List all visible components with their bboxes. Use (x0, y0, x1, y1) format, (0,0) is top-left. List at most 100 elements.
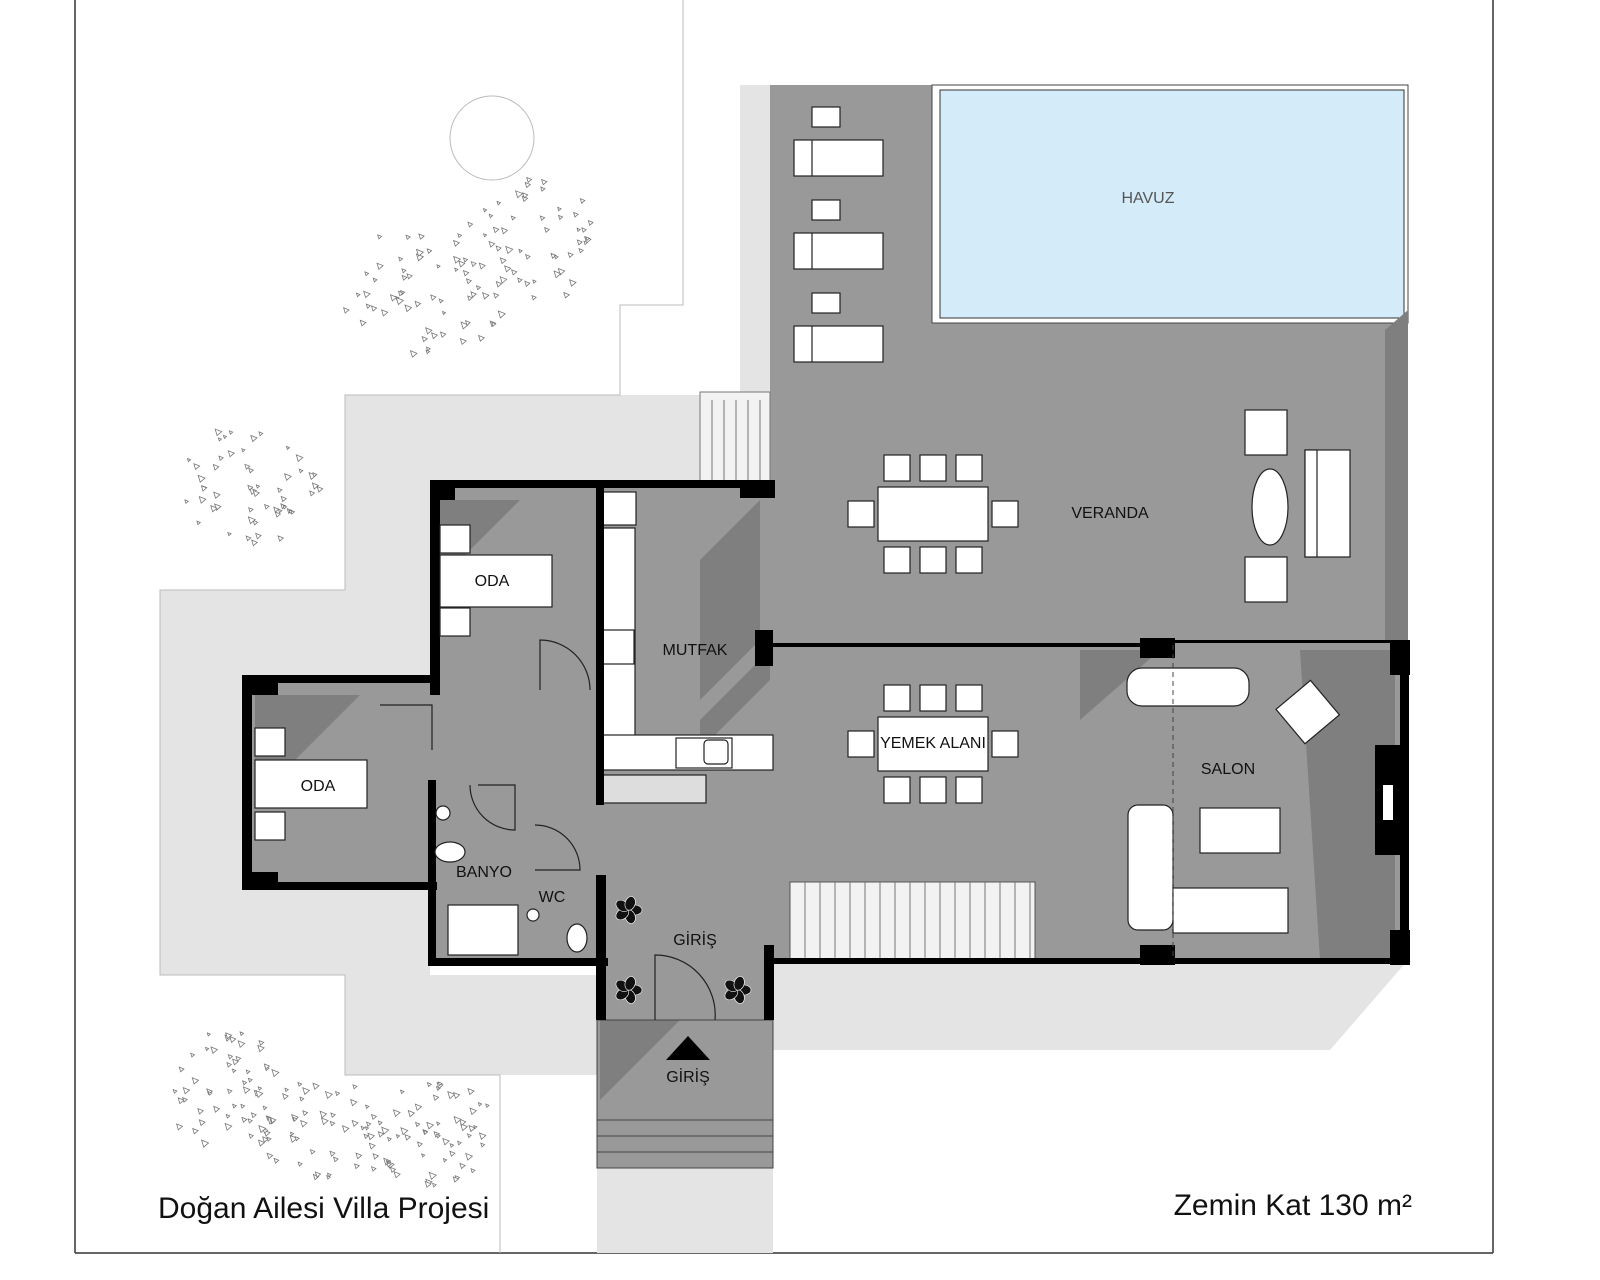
tree-leaf (370, 1113, 378, 1121)
tree-leaf (319, 1110, 328, 1119)
table (877, 486, 989, 542)
tree-leaf (248, 1133, 255, 1139)
tree-leaf (364, 1126, 370, 1131)
plant-leaf (624, 976, 636, 991)
potted-plants (615, 896, 752, 1004)
tree-leaf (478, 1132, 487, 1141)
tree-leaf (245, 535, 252, 542)
tree-canopy (449, 95, 535, 181)
tree-leaf (400, 1127, 409, 1136)
tree-leaf (269, 1117, 277, 1124)
tree-leaf (414, 1103, 423, 1112)
bed-left (254, 727, 368, 841)
plant-leaf (624, 896, 636, 911)
tree-leaf (302, 1087, 311, 1096)
tree-leaf (459, 1162, 466, 1170)
tree-leaf (380, 309, 389, 317)
tree-leaf (442, 1157, 448, 1163)
tree-leaf (200, 485, 208, 492)
tree-leaf (401, 268, 407, 274)
tree-leaf (175, 1123, 184, 1131)
tree-leaf (576, 227, 581, 233)
tree-leaf (524, 181, 532, 189)
tree-leaf (299, 1096, 305, 1102)
tree-leaf (257, 1139, 266, 1147)
tree-leaf (182, 1086, 191, 1095)
tree-leaf (355, 1152, 363, 1160)
tree-leaf (467, 295, 473, 302)
sheet-frame (74, 0, 1494, 1254)
chair (883, 776, 911, 804)
pool (939, 89, 1405, 319)
tree-leaf (330, 1112, 336, 1118)
tree-leaf (224, 1122, 233, 1131)
tree-leaf (477, 1101, 483, 1107)
tree-leaf (218, 455, 224, 461)
tree-leaf (470, 261, 477, 268)
tree-leaf (432, 1094, 440, 1102)
tree-leaf (478, 334, 486, 342)
tree-leaf (314, 1171, 322, 1178)
tree-leaf (229, 1035, 237, 1044)
tree-leaf (415, 248, 425, 257)
tree-leaf (248, 467, 255, 474)
tree-leaf (197, 1107, 205, 1115)
plant-leaf (733, 976, 745, 991)
tree-leaf (460, 321, 469, 330)
tree-leaf (364, 271, 370, 277)
veranda-lounge (1244, 409, 1351, 603)
tree-leaf (273, 506, 280, 513)
tree-leaf (504, 265, 512, 273)
tree-leaf (324, 1090, 334, 1100)
tree-leaf (247, 1118, 253, 1124)
tree-leaf (252, 519, 259, 526)
tree-leaf (372, 1153, 380, 1160)
tree-leaf (485, 1103, 490, 1109)
tree-leaf (458, 260, 466, 268)
label-yemek-alani: YEMEK ALANI (880, 735, 986, 752)
bathroom-fixtures (434, 805, 588, 956)
chair (955, 454, 983, 482)
tree-leaf (177, 1097, 185, 1105)
tree-leaf (204, 1046, 210, 1052)
tree-leaf (567, 251, 574, 259)
tree-leaf (430, 332, 439, 340)
tree-leaf (252, 489, 261, 498)
entrance-arrow-icon (666, 1036, 710, 1060)
tree-leaf (495, 245, 502, 252)
tree-leaf (572, 211, 579, 218)
label-giris-porch: GİRİŞ (666, 1067, 710, 1086)
tree-leaf (464, 319, 471, 326)
tree-leaf (397, 290, 404, 297)
sun-lounger (793, 325, 884, 363)
tree-leaf (370, 1166, 377, 1172)
tree-leaf (186, 457, 192, 463)
tree-leaf (376, 262, 384, 270)
tree-leaf (365, 1121, 372, 1127)
tree-leaf (198, 495, 207, 504)
tree-leaf (245, 1069, 251, 1075)
tree-leaf (262, 1136, 269, 1143)
tree-leaf (190, 1052, 196, 1058)
tree-leaf (406, 273, 413, 280)
tree-leaf (465, 278, 473, 285)
tree-leaf (395, 296, 405, 306)
tree-leaf (266, 1152, 274, 1160)
tree-leaf (421, 335, 428, 343)
tree-leaf (363, 1133, 369, 1139)
tree-leaf (453, 255, 462, 264)
tree-leaf (231, 1068, 237, 1074)
tree-leaf (515, 190, 524, 199)
tree-leaf (581, 227, 587, 233)
tree-leaf (389, 1166, 397, 1174)
tree-leaf (398, 256, 404, 262)
tree-leaf (381, 1126, 390, 1135)
tree-leaf (482, 292, 490, 300)
tree-leaf (197, 474, 206, 483)
tree-leaf (425, 327, 433, 335)
tree-leaf (312, 1082, 320, 1090)
chair (847, 730, 875, 758)
chair (991, 500, 1019, 528)
tree-leaf (493, 292, 500, 299)
tree-leaf (248, 507, 254, 513)
